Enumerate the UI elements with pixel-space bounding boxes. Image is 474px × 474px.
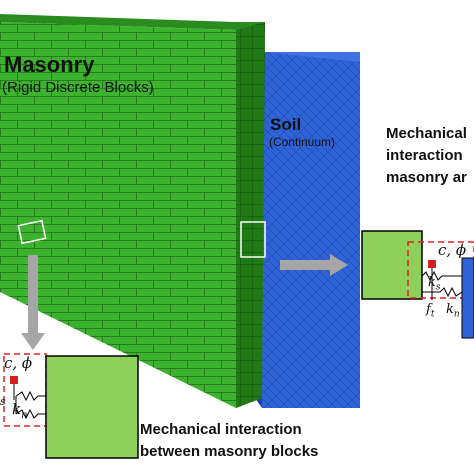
masonry-brick-pattern — [0, 22, 236, 408]
soil-title: Soil — [270, 115, 302, 134]
shear-stiffness-symbol-cut: s — [0, 395, 6, 408]
tensile-strength-symbol: ft — [426, 302, 435, 320]
normal-spring — [15, 408, 46, 420]
blocks-interaction-detail — [3, 353, 139, 459]
interface-highlight — [240, 221, 266, 258]
interaction-blocks-line1: Mechanical interaction — [140, 421, 302, 438]
normal-stiffness-symbol: kn — [12, 400, 28, 421]
masonry-side-pattern — [236, 22, 265, 408]
dashed-interface-box-right — [407, 241, 474, 299]
masonry-wall — [0, 14, 265, 408]
shear-spring — [15, 390, 46, 402]
soil-mesh — [262, 52, 360, 408]
cohesion-node-right — [428, 260, 436, 268]
masonry-joint-highlight — [17, 219, 47, 245]
soil-interaction-detail — [361, 230, 474, 339]
arrow-to-blocks-detail — [21, 255, 45, 350]
soil-subtitle: (Continuum) — [269, 135, 336, 149]
cohesion-friction-symbol-right: c, ϕ — [438, 241, 467, 259]
masonry-top-face — [0, 14, 265, 30]
masonry-block-square — [45, 355, 139, 459]
interaction-masonry-soil-line1: Mechanical — [386, 125, 467, 142]
masonry-title: Masonry — [4, 52, 95, 77]
soil-strip — [461, 257, 474, 339]
normal-spring-right — [422, 286, 463, 298]
interaction-masonry-soil-line3: masonry ar — [386, 169, 467, 186]
cohesion-friction-symbol: c, ϕ — [4, 354, 33, 372]
arrow-to-soil-detail — [280, 254, 348, 276]
masonry-block-square-right — [361, 230, 423, 300]
masonry-subtitle: (Rigid Discrete Blocks) — [2, 79, 154, 96]
shear-stiffness-symbol: ks — [428, 275, 441, 293]
interaction-masonry-soil-line2: interaction — [386, 147, 463, 164]
normal-stiffness-symbol-right: kn — [446, 302, 460, 320]
cohesion-node — [10, 376, 18, 384]
dashed-interface-box — [3, 353, 47, 427]
interaction-blocks-line2: between masonry blocks — [140, 443, 319, 460]
shear-spring-right — [421, 270, 462, 282]
soil-block — [255, 48, 360, 408]
